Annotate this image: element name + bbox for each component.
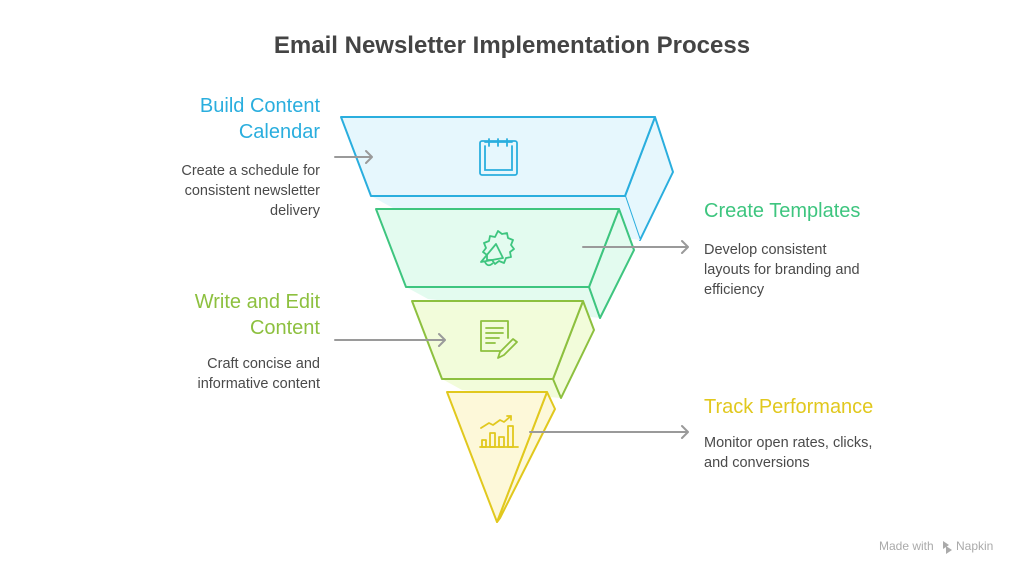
chart-growth-icon [479, 415, 519, 448]
napkin-logo-icon [943, 541, 952, 554]
napkin-watermark[interactable]: Made with Napkin [879, 539, 993, 554]
step-description: consistent newsletter [185, 183, 321, 199]
step-description: and conversions [704, 455, 810, 471]
arrow-from-segment-2 [582, 240, 689, 254]
napkin-brand-label: Napkin [956, 539, 993, 553]
step-description: Create a schedule for [181, 163, 320, 179]
step-title: Content [250, 317, 320, 339]
step-title: Build Content [200, 95, 321, 117]
step-track-performance: Track Performance Monitor open rates, cl… [704, 396, 873, 471]
arrow-to-segment-3 [334, 333, 446, 347]
megaphone-badge-icon [480, 230, 515, 267]
step-build-content-calendar: Build Content Calendar Create a schedule… [181, 95, 320, 219]
step-description: Craft concise and [207, 356, 320, 372]
document-edit-icon [480, 320, 518, 359]
funnel-segment-write-and-edit-content [411, 300, 595, 399]
step-title: Calendar [239, 121, 321, 143]
step-write-and-edit-content: Write and Edit Content Craft concise and… [195, 291, 321, 392]
step-description: layouts for branding and [704, 262, 860, 278]
step-title: Create Templates [704, 200, 860, 222]
step-description: efficiency [704, 282, 765, 298]
diagram-title: Email Newsletter Implementation Process [274, 32, 750, 59]
arrow-from-segment-4 [529, 425, 689, 439]
arrow-to-segment-1 [334, 150, 373, 164]
step-description: delivery [270, 203, 321, 219]
made-with-label: Made with [879, 539, 934, 553]
step-title: Track Performance [704, 396, 873, 418]
step-create-templates: Create Templates Develop consistent layo… [704, 200, 860, 298]
calendar-icon [479, 138, 518, 176]
step-description: Monitor open rates, clicks, [704, 435, 872, 451]
step-description: Develop consistent [704, 242, 827, 258]
step-title: Write and Edit [195, 291, 321, 313]
funnel-segment-track-performance [446, 391, 556, 523]
step-description: informative content [197, 376, 320, 392]
